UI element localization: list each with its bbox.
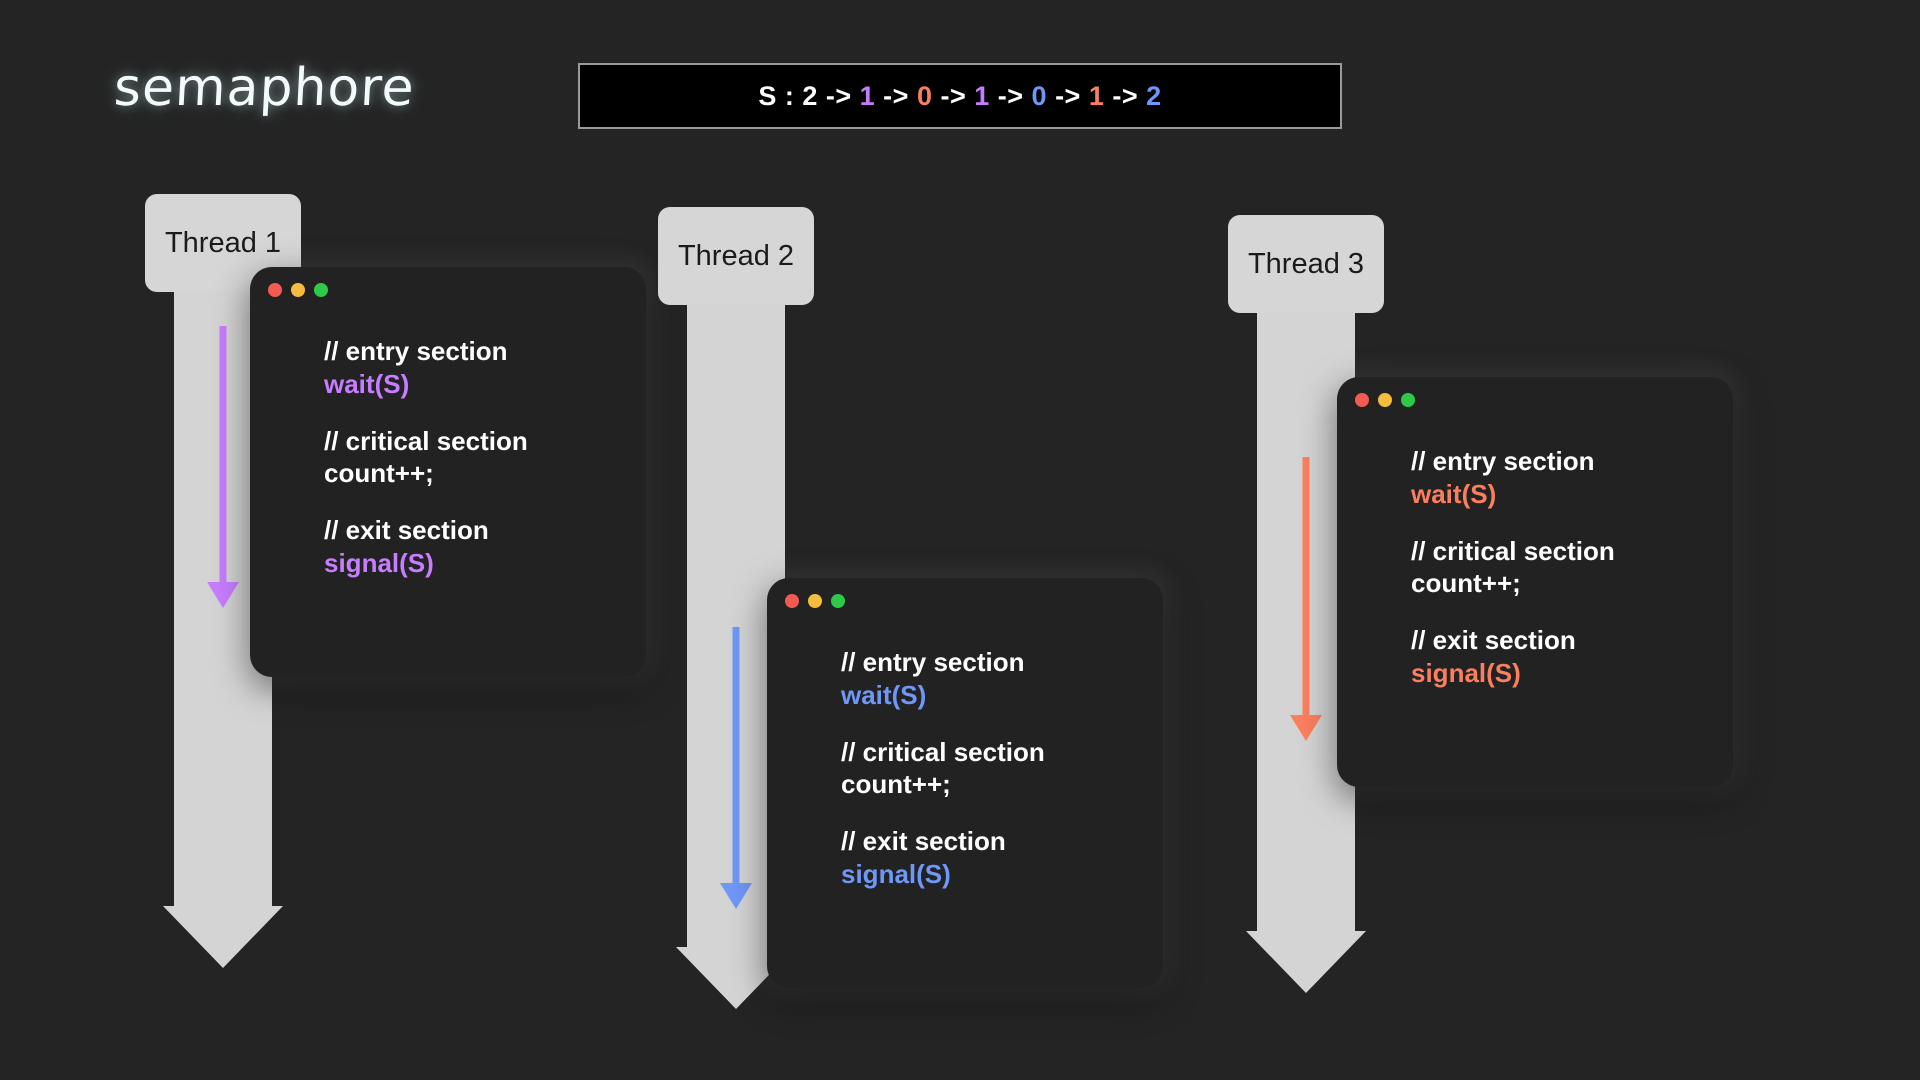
thread-label-2-text: Thread 2 [677,239,795,272]
code-line-exit-call-1: signal(S) [324,547,434,578]
maximize-icon[interactable] [314,283,328,297]
code-line-exit-call-2: signal(S) [841,858,951,889]
code-window-thread-2[interactable]: // entry section wait(S) // critical sec… [767,578,1163,988]
code-body-thread-3: // entry section wait(S) // critical sec… [1337,423,1733,720]
code-line-exit-call-3: signal(S) [1411,657,1521,688]
window-titlebar-1 [250,267,646,313]
thread-label-2: Thread 2 [658,207,814,305]
minimize-icon[interactable] [291,283,305,297]
close-icon[interactable] [1355,393,1369,407]
minimize-icon[interactable] [808,594,822,608]
code-spacer [1411,511,1733,535]
close-icon[interactable] [268,283,282,297]
code-spacer [841,801,1163,825]
code-line-critical-statement-3: count++; [1411,568,1521,599]
code-spacer [324,490,646,514]
seq-token-3: 1 [974,80,990,111]
code-line-critical-comment-3: // critical section [1411,535,1615,566]
thread-label-3: Thread 3 [1228,215,1384,313]
seq-token-0: S : 2 [758,80,818,111]
code-line-critical-statement-1: count++; [324,458,434,489]
code-line-critical-statement-2: count++; [841,769,951,800]
maximize-icon[interactable] [831,594,845,608]
minimize-icon[interactable] [1378,393,1392,407]
seq-arrow-3: -> [989,80,1032,111]
close-icon[interactable] [785,594,799,608]
code-line-entry-call-1: wait(S) [324,368,410,399]
code-spacer [1411,600,1733,624]
thread-progress-arrow-2 [706,627,766,909]
seq-arrow-1: -> [875,80,917,111]
page-title: semaphore [112,58,417,118]
thread-label-1: Thread 1 [145,194,301,292]
code-window-thread-1[interactable]: // entry section wait(S) // critical sec… [250,267,646,677]
code-body-thread-2: // entry section wait(S) // critical sec… [767,624,1163,921]
code-spacer [324,401,646,425]
semaphore-sequence-text: S : 2 -> 1 -> 0 -> 1 -> 0 -> 1 -> 2 [758,81,1161,112]
code-line-exit-comment-3: // exit section [1411,625,1576,655]
code-line-entry-call-3: wait(S) [1411,478,1497,509]
seq-token-4: 0 [1031,80,1048,111]
code-line-entry-comment-2: // entry section [841,647,1025,677]
thread-label-1-text: Thread 1 [164,226,282,259]
code-line-exit-comment-1: // exit section [324,515,489,545]
seq-token-5: 1 [1088,80,1105,111]
code-line-critical-comment-1: // critical section [324,425,528,456]
semaphore-sequence-box: S : 2 -> 1 -> 0 -> 1 -> 0 -> 1 -> 2 [578,63,1342,129]
code-line-critical-comment-2: // critical section [841,736,1045,767]
seq-token-6: 2 [1146,80,1162,111]
seq-arrow-4: -> [1047,80,1089,111]
seq-arrow-0: -> [817,80,860,111]
seq-token-2: 0 [916,80,933,111]
window-titlebar-2 [767,578,1163,624]
code-body-thread-1: // entry section wait(S) // critical sec… [250,313,646,610]
code-line-entry-comment-1: // entry section [324,336,508,366]
seq-arrow-2: -> [932,80,975,111]
thread-progress-arrow-3 [1276,457,1336,741]
maximize-icon[interactable] [1401,393,1415,407]
window-titlebar-3 [1337,377,1733,423]
code-window-thread-3[interactable]: // entry section wait(S) // critical sec… [1337,377,1733,787]
seq-arrow-5: -> [1104,80,1147,111]
seq-token-1: 1 [859,80,876,111]
code-line-exit-comment-2: // exit section [841,826,1006,856]
code-line-entry-call-2: wait(S) [841,679,927,710]
code-line-entry-comment-3: // entry section [1411,446,1595,476]
thread-progress-arrow-1 [193,326,253,608]
code-spacer [841,712,1163,736]
thread-label-3-text: Thread 3 [1247,247,1365,280]
